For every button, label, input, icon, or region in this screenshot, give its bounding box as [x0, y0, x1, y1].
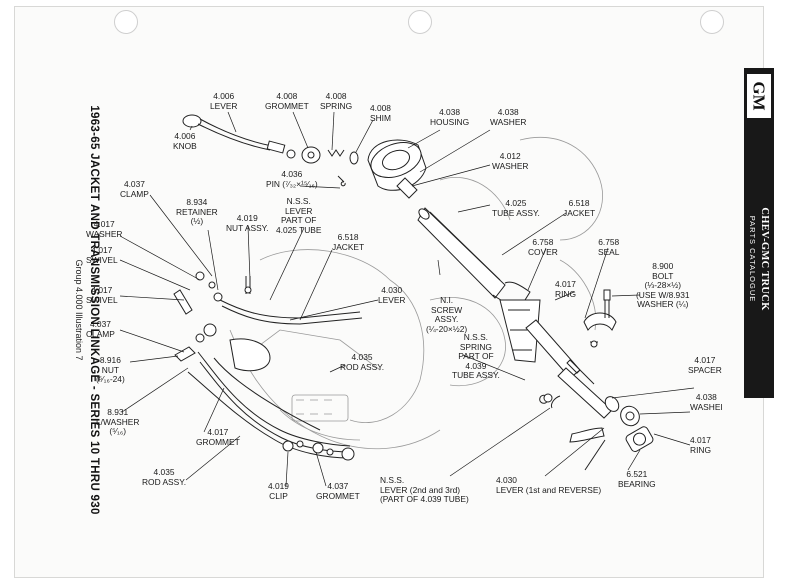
sheet-title-block: 1963-65 JACKET AND TRANSMISSION LINKAGE … — [62, 100, 112, 520]
column-jacket-drawing — [417, 207, 613, 419]
callout-nss-lever-bottom: N.S.S.LEVER (2nd and 3rd)(PART OF 4.039 … — [380, 475, 469, 505]
leader-lines — [119, 111, 695, 487]
tab-catalogue-line: PARTS CATALOGUE — [748, 215, 757, 303]
lower-column-parts-drawing — [539, 393, 654, 471]
clamp-bolt-drawing — [583, 289, 617, 348]
tab-text-block: CHEV-GMC TRUCK PARTS CATALOGUE — [744, 120, 774, 398]
housing-drawing — [367, 139, 427, 199]
gm-logo: GM — [747, 74, 771, 118]
sheet-subtitle: Group 4.000 Illustration 7 — [74, 259, 84, 361]
tab-brand-line: CHEV-GMC TRUCK — [759, 207, 770, 311]
punch-hole-left — [114, 10, 138, 34]
sheet-title: 1963-65 JACKET AND TRANSMISSION LINKAGE … — [88, 105, 100, 515]
gm-catalog-tab: GM CHEV-GMC TRUCK PARTS CATALOGUE — [744, 68, 774, 398]
shift-lever-drawing — [182, 114, 296, 159]
transmission-linkage-drawing — [173, 271, 363, 461]
punch-hole-middle — [408, 10, 432, 34]
punch-hole-right — [700, 10, 724, 34]
paper-sheet — [14, 6, 764, 578]
grommet-spring-shim-drawing — [301, 146, 359, 187]
